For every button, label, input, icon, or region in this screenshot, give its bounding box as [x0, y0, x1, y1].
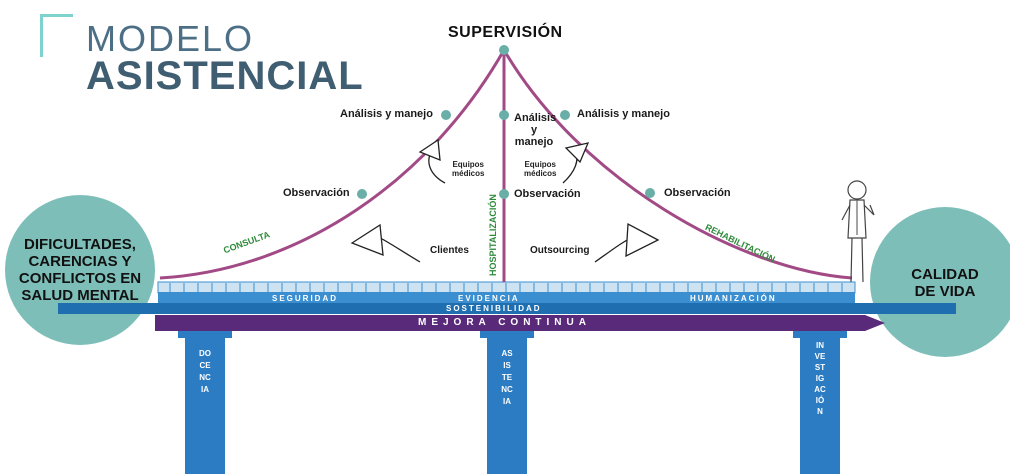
deck-label-sustainability: SOSTENIBILIDAD: [446, 304, 542, 313]
right-observation-label: Observación: [664, 187, 731, 199]
logo-bracket: [40, 14, 73, 57]
pillar-right-cap: [793, 328, 847, 338]
center-analysis-label: Análisis y manejo: [514, 112, 557, 148]
arrow-right-lower-icon: [594, 222, 660, 263]
pillar-right-label: INVESTIGACIÓN: [814, 341, 826, 416]
node-center-analysis: [499, 110, 509, 120]
logo-title-line1: MODELO: [86, 18, 255, 59]
cable-center-label: HOSPITALIZACIÓN: [488, 194, 498, 276]
left-lower-arrow-label: Clientes: [430, 245, 469, 256]
node-top: [499, 45, 509, 55]
pillars: [178, 328, 847, 474]
right-lower-arrow-label: Outsourcing: [530, 245, 590, 256]
pillar-left-label: DOCENCIA: [199, 349, 211, 394]
center-observation-label: Observación: [514, 188, 581, 200]
supervision-label: SUPERVISIÓN: [448, 24, 563, 41]
left-observation-label: Observación: [283, 187, 350, 199]
node-right-analysis: [560, 110, 570, 120]
deck-middle-band: [58, 303, 956, 314]
arrow-left-lower-icon: [350, 223, 421, 263]
person-icon: [841, 180, 875, 283]
cable-right: [502, 49, 853, 280]
logo-title-line2: ASISTENCIAL: [86, 54, 364, 98]
left-circle-text: DIFICULTADES, CARENCIAS Y CONFLICTOS EN …: [18, 236, 142, 304]
deck-label-evidence: EVIDENCIA: [458, 294, 520, 303]
right-circle: [870, 207, 1010, 357]
deck-label-humanization: HUMANIZACIÓN: [690, 294, 777, 303]
node-right-observation: [645, 188, 655, 198]
right-circle-text: CALIDAD DE VIDA: [911, 266, 979, 300]
node-left-observation: [357, 189, 367, 199]
left-analysis-label: Análisis y manejo: [340, 108, 433, 120]
deck-top-band: [158, 292, 855, 304]
pillar-left: [185, 335, 225, 474]
pillar-center-label: ASISTENCIA: [501, 349, 513, 406]
right-analysis-label: Análisis y manejo: [577, 108, 670, 120]
continuous-improvement-arrow: [155, 315, 885, 331]
node-center-observation: [499, 189, 509, 199]
cable-left: [159, 49, 506, 280]
deck-label-security: SEGURIDAD: [272, 294, 339, 303]
arrow-left-upper-icon: [418, 138, 446, 184]
deck-label-continuous-improvement: MEJORA CONTINUA: [418, 317, 591, 328]
pillar-right: [800, 335, 840, 474]
pillar-center: [487, 335, 527, 474]
deck-railing-posts: [169, 283, 843, 292]
pillar-center-cap: [480, 328, 534, 338]
node-left-analysis: [441, 110, 451, 120]
arrow-right-upper-icon: [562, 142, 590, 184]
pillar-left-cap: [178, 328, 232, 338]
